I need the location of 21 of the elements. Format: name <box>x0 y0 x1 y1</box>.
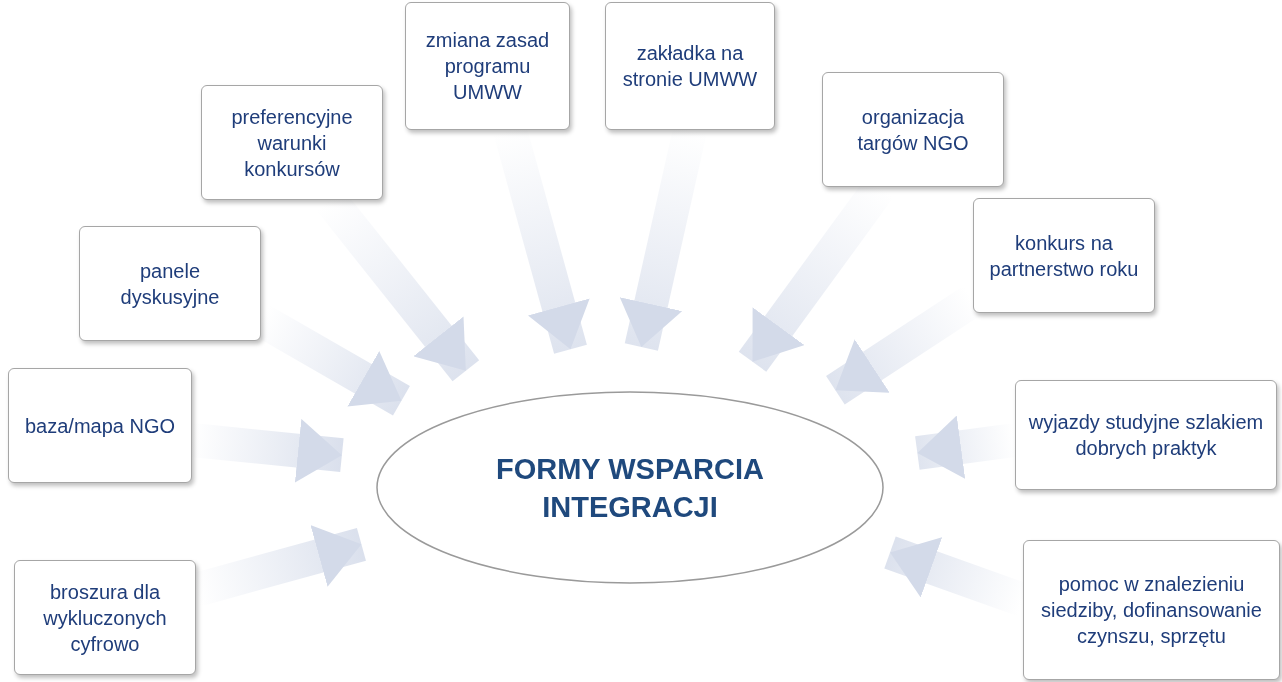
box-label: zmiana zasad programu UMWW <box>424 28 551 105</box>
box-label: konkurs na partnerstwo roku <box>988 230 1140 282</box>
text-box <box>973 198 1155 313</box>
text-box <box>405 2 570 130</box>
box-label: preferencyjne warunki konkursów <box>230 104 354 182</box>
box-label: wyjazdy studyjne szlakiem dobrych praktyk <box>1027 410 1265 461</box>
box-label: baza/mapa NGO <box>24 413 176 439</box>
text-box <box>822 72 1004 187</box>
text-box <box>1015 380 1277 490</box>
text-box <box>201 85 383 200</box>
text-box <box>605 2 775 130</box>
box-label: pomoc w znalezieniu siedziby, dofinansowanie czynszu, sprzętu <box>1040 572 1263 649</box>
center-title: FORMY WSPARCIA INTEGRACJI <box>495 451 765 525</box>
text-box <box>1023 540 1280 680</box>
box-label: zakładka na stronie UMWW <box>621 41 759 92</box>
box-label: organizacja targów NGO <box>856 104 970 156</box>
box-label: broszura dla wykluczonych cyfrowo <box>42 579 168 657</box>
text-box <box>8 368 192 483</box>
text-box <box>14 560 196 675</box>
text-box <box>79 226 261 341</box>
box-label: panele dyskusyjne <box>119 258 221 310</box>
